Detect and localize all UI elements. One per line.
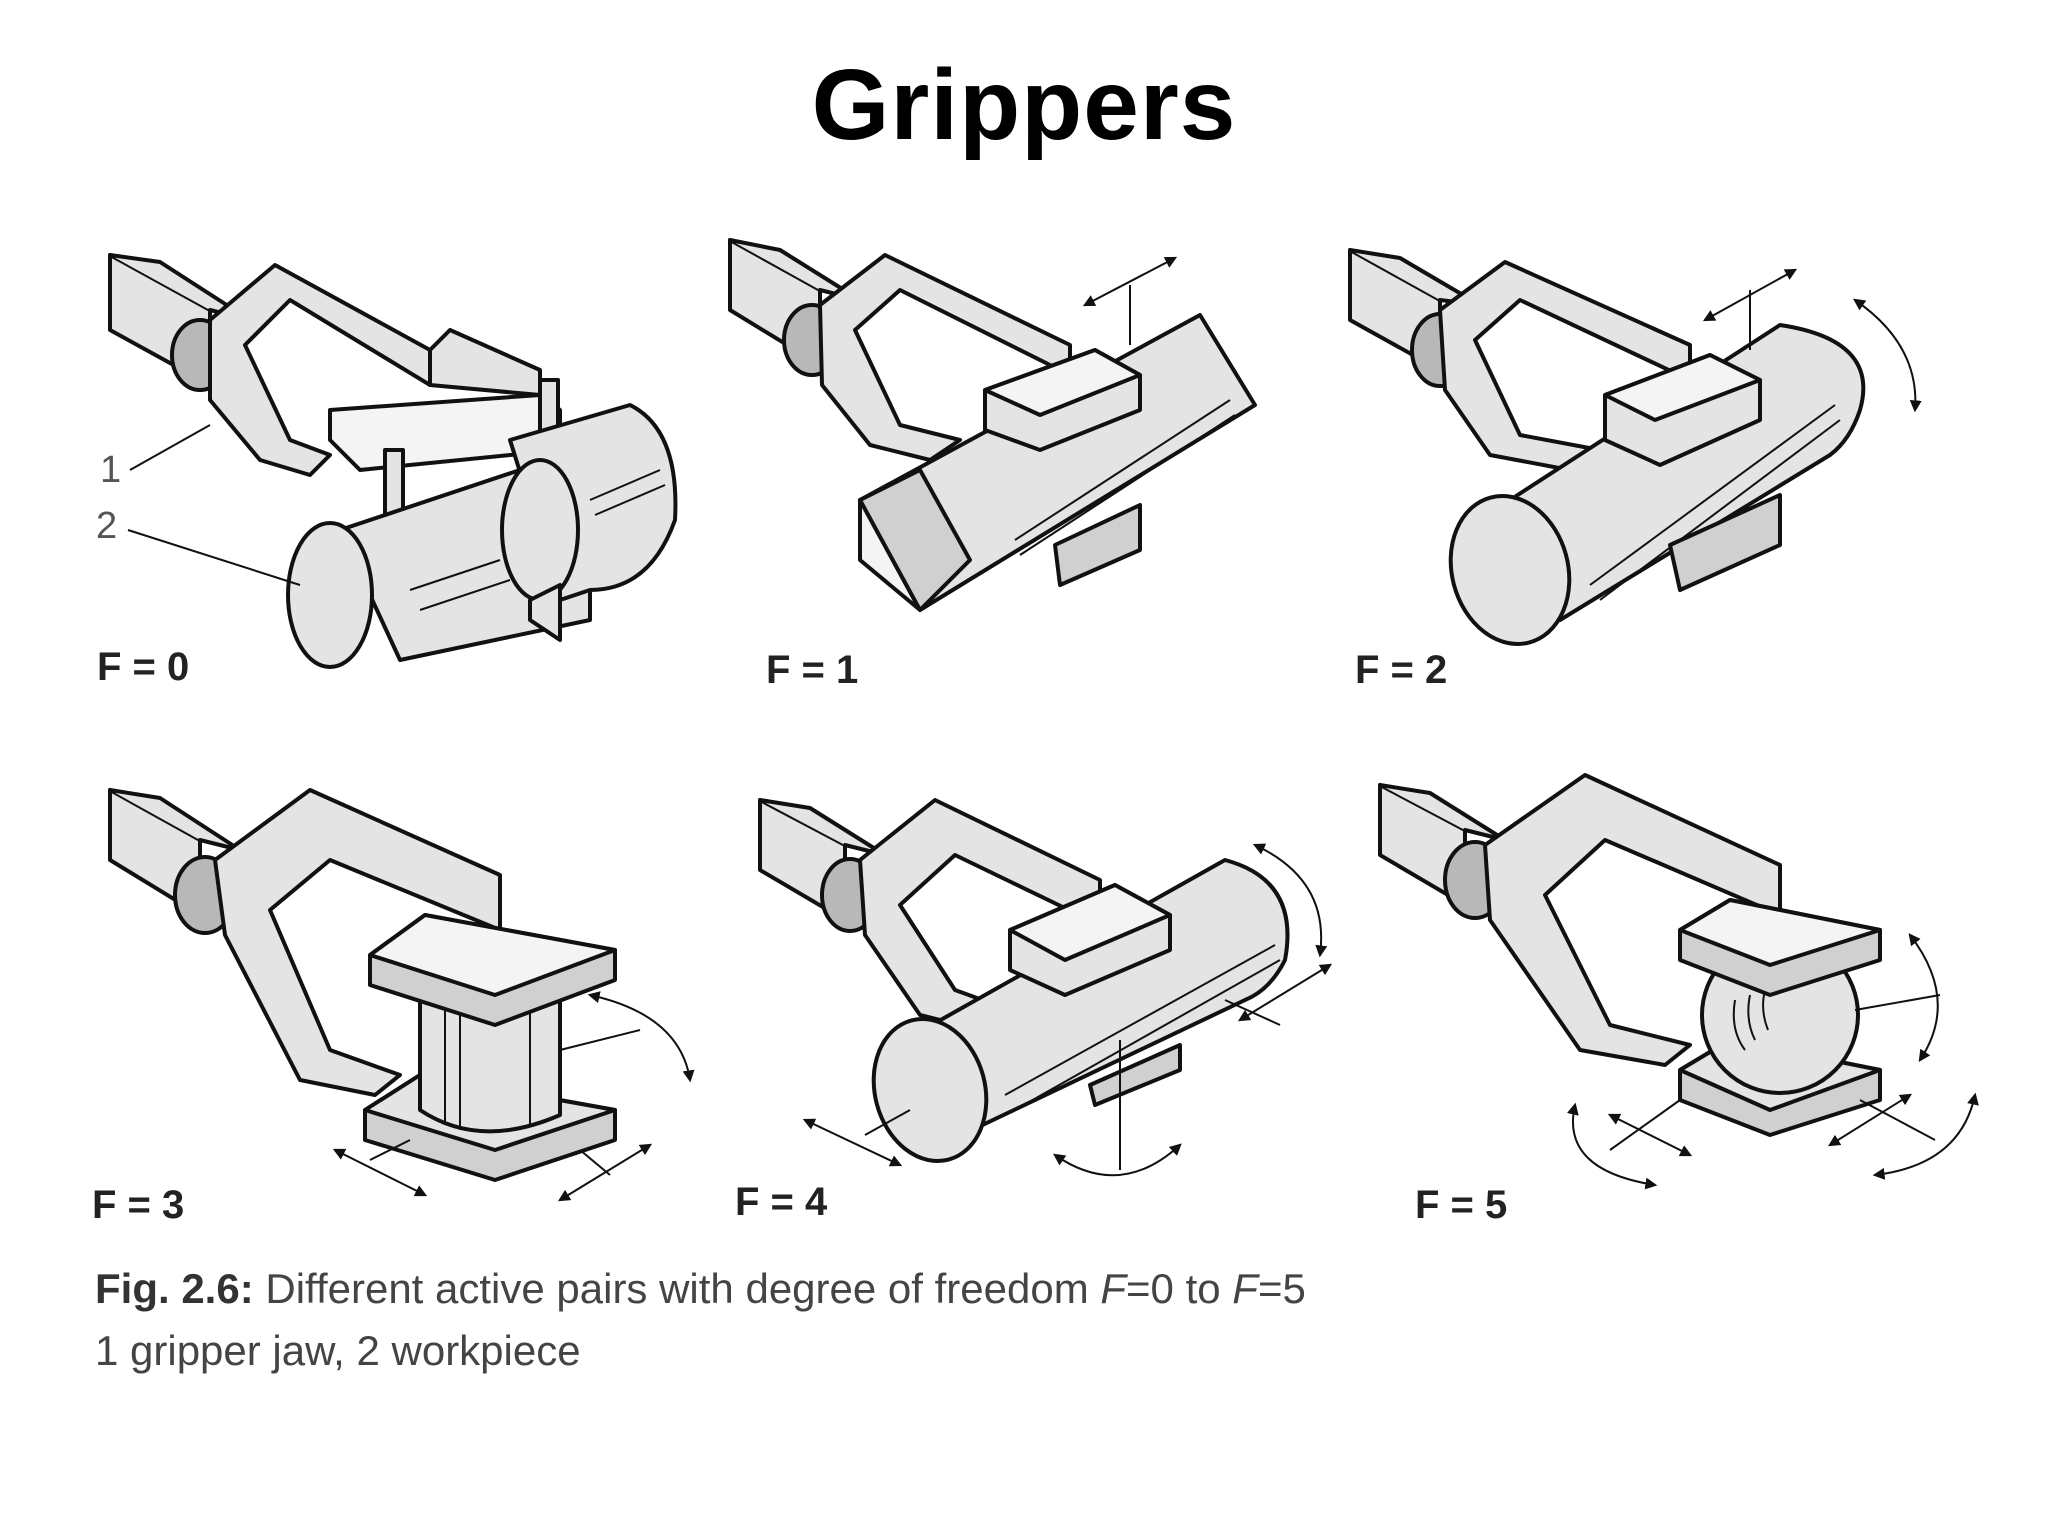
caption-eq-b: =5 xyxy=(1257,1265,1306,1312)
panel-label-f1: F = 1 xyxy=(766,648,858,692)
panel-f4: F = 4 xyxy=(735,798,1333,1224)
panel-f2: F = 2 xyxy=(1348,248,1922,692)
panel-f1: F = 1 xyxy=(728,238,1257,692)
caption-fig-number: Fig. 2.6: xyxy=(95,1265,254,1312)
caption-expr-a: F xyxy=(1100,1265,1127,1312)
panel-label-f3: F = 3 xyxy=(92,1183,184,1227)
panel-label-f2: F = 2 xyxy=(1355,648,1447,692)
caption-expr-b: F xyxy=(1232,1265,1258,1312)
panel-label-f4: F = 4 xyxy=(735,1180,828,1224)
part-label-workpiece: 2 xyxy=(96,505,117,547)
panel-f3: F = 3 xyxy=(92,788,695,1227)
page-title: Grippers xyxy=(811,49,1237,161)
caption-line-1: Fig. 2.6: Different active pairs with de… xyxy=(95,1258,1795,1320)
part-label-jaw: 1 xyxy=(100,449,121,491)
panel-f0: 1 2 F = 0 xyxy=(96,253,678,689)
panel-label-f5: F = 5 xyxy=(1415,1183,1507,1227)
panel-f5: F = 5 xyxy=(1378,773,1979,1227)
caption-line-2: 1 gripper jaw, 2 workpiece xyxy=(95,1327,581,1374)
figure-caption: Fig. 2.6: Different active pairs with de… xyxy=(95,1258,1795,1382)
caption-eq-a: =0 to xyxy=(1126,1265,1221,1312)
panel-label-f0: F = 0 xyxy=(97,645,189,689)
caption-text: Different active pairs with degree of fr… xyxy=(265,1265,1089,1312)
